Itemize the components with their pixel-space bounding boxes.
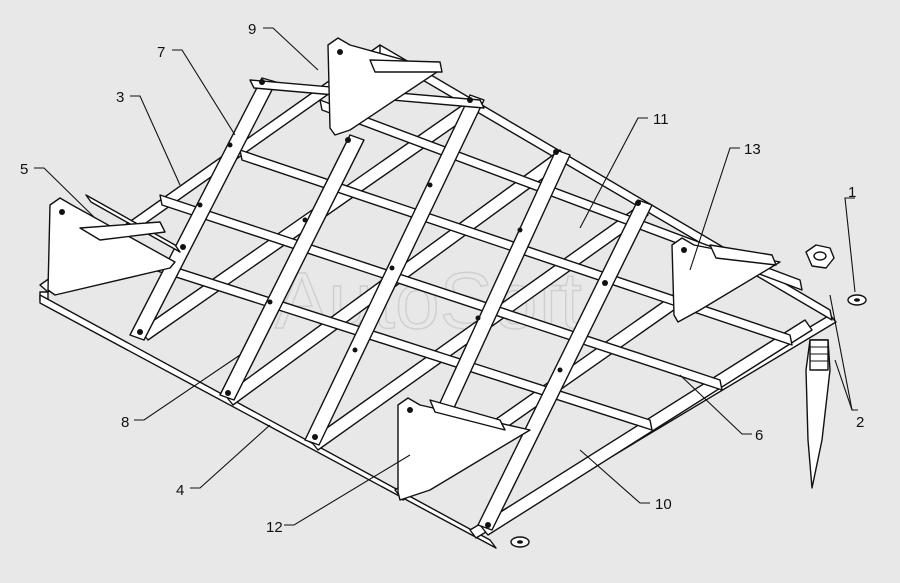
tine-bar-3 <box>304 94 485 446</box>
callout-12: 12 <box>266 519 283 536</box>
fastener-parts <box>510 244 867 548</box>
hitch-bracket-13 <box>671 237 781 323</box>
callout-11: 11 <box>653 111 669 128</box>
hitch-bracket-5 <box>47 197 176 296</box>
nut-bore <box>813 251 827 261</box>
hitch-bracket-12 <box>397 397 531 501</box>
frame-rail-4 <box>39 294 497 549</box>
callout-labels: 1 2 3 4 5 6 7 8 9 10 11 12 13 <box>20 21 864 536</box>
callout-1: 1 <box>848 184 856 201</box>
callout-7: 7 <box>157 44 165 61</box>
callout-10: 10 <box>655 496 672 513</box>
callout-5: 5 <box>20 161 28 178</box>
tine-bar-5 <box>477 199 653 531</box>
hitch-bracket-9 <box>327 37 443 136</box>
tine-thread <box>809 339 829 371</box>
callout-2: 2 <box>856 414 864 431</box>
leader-lines <box>34 27 858 526</box>
callout-8: 8 <box>121 414 129 431</box>
callout-3: 3 <box>116 89 124 106</box>
callout-9: 9 <box>248 21 256 38</box>
callout-13: 13 <box>744 141 761 158</box>
callout-6: 6 <box>755 427 763 444</box>
callout-4: 4 <box>176 482 184 499</box>
